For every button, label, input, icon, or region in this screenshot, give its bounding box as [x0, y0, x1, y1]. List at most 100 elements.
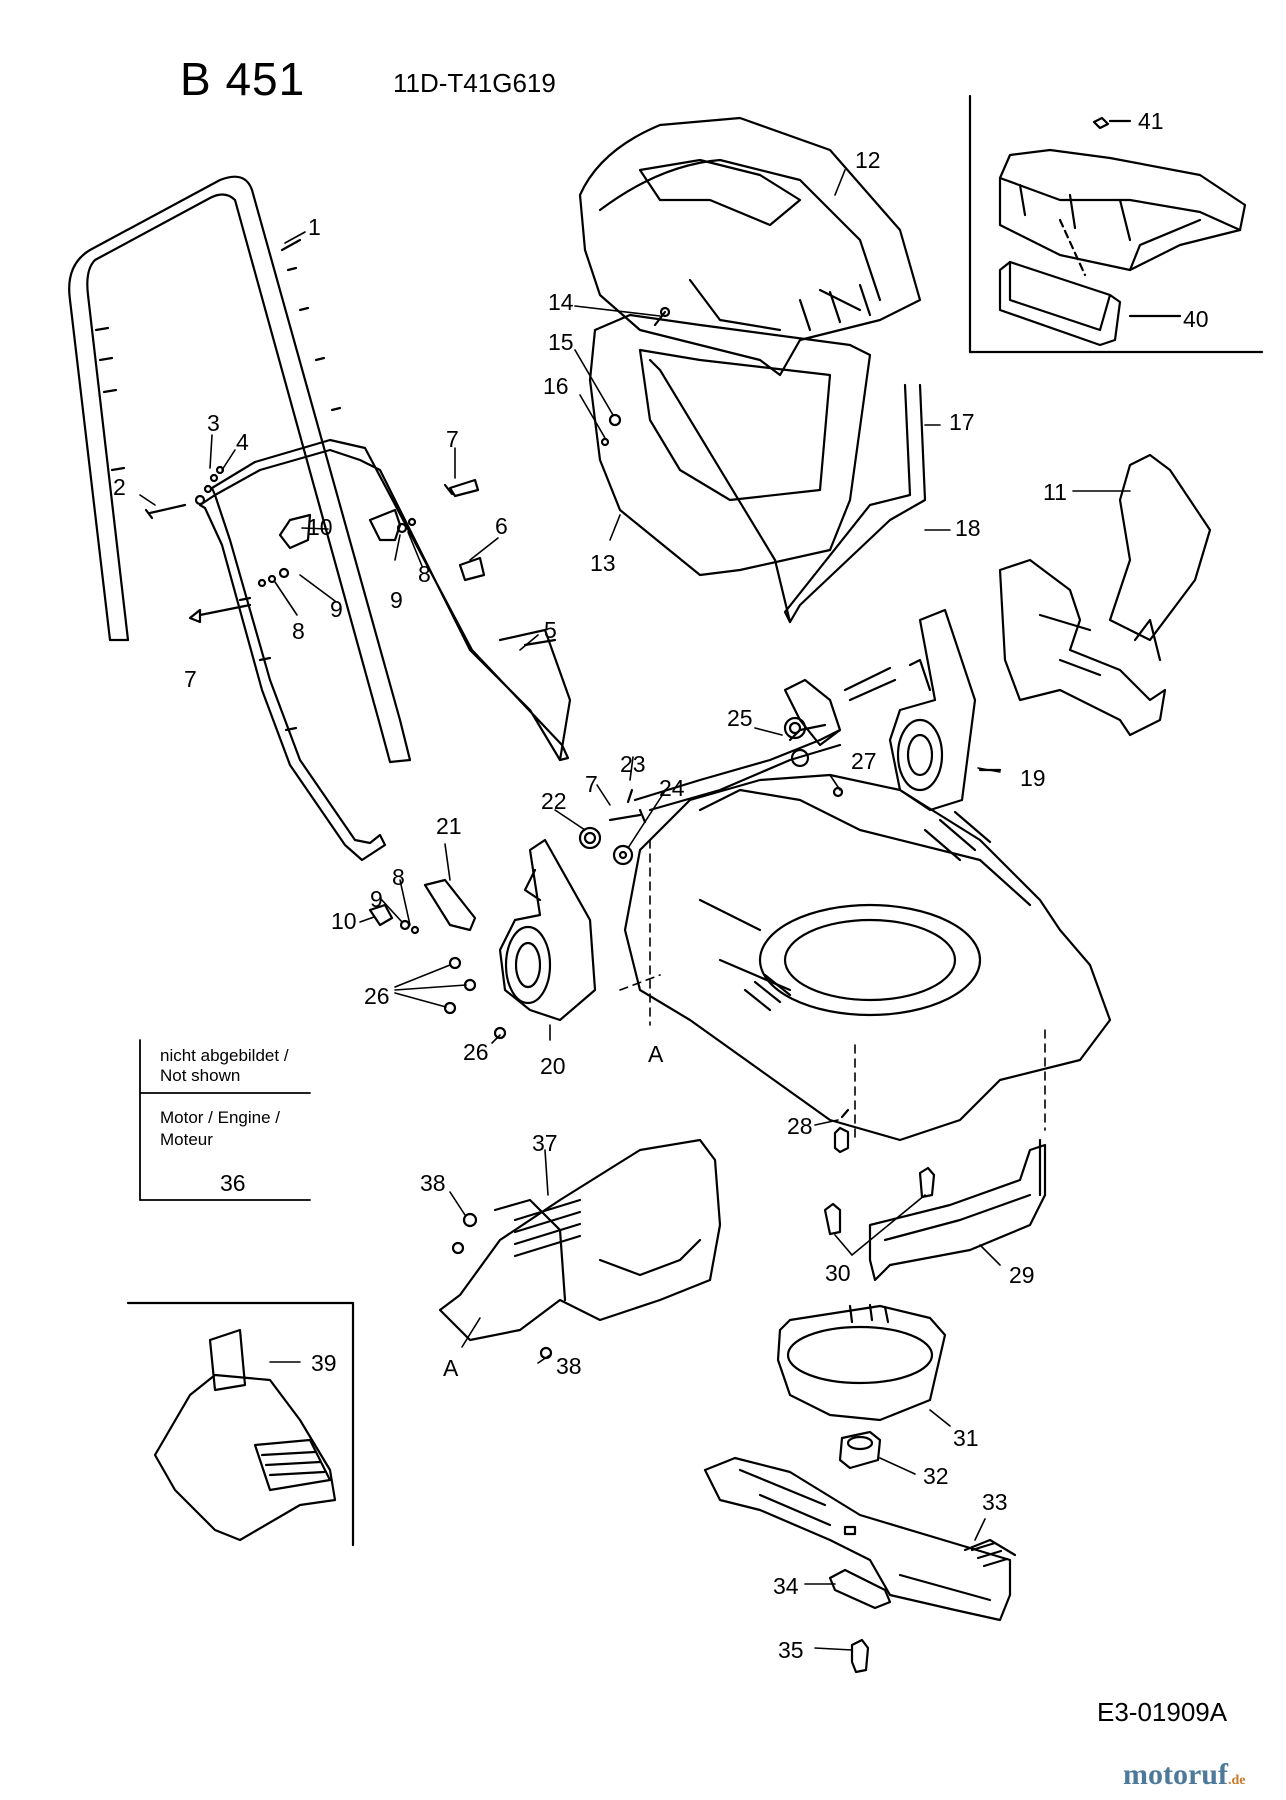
lower-handle-right-part	[210, 438, 572, 762]
callout-34: 34	[773, 1573, 799, 1599]
callout-24: 24	[659, 775, 685, 801]
callout-7-left: 7	[184, 666, 197, 692]
callout-7-deck: 7	[585, 771, 598, 797]
callout-16: 16	[543, 373, 569, 399]
note-line-3: Motor / Engine /	[160, 1108, 281, 1127]
rear-flap-part	[438, 1138, 722, 1360]
skirt-leader-lines	[814, 1119, 1001, 1266]
screw-41-part	[1092, 116, 1132, 130]
callout-8-lower: 8	[392, 864, 405, 890]
grass-bag-top-part	[578, 116, 922, 377]
callout-27: 27	[851, 748, 877, 774]
handle-knob-right-part	[368, 478, 486, 582]
callout-13: 13	[590, 550, 616, 576]
callout-21: 21	[436, 813, 462, 839]
callout-18: 18	[955, 515, 981, 541]
callout-19: 19	[1020, 765, 1046, 791]
callout-A-flap: A	[443, 1355, 459, 1381]
callout-4: 4	[236, 429, 249, 455]
blade-adapter-part	[838, 1430, 882, 1470]
note-line-1: nicht abgebildet /	[160, 1046, 289, 1065]
rear-bracket-right-arm	[783, 666, 897, 747]
deck-leader-lines	[359, 727, 1001, 1044]
rear-bracket-left-part	[498, 838, 597, 1022]
handle-leader-lines	[139, 231, 539, 651]
callout-6: 6	[495, 513, 508, 539]
mulch-insert-part	[998, 218, 1122, 347]
callout-26-lower: 26	[463, 1039, 489, 1065]
note-line-2: Not shown	[160, 1066, 241, 1085]
callout-26-upper: 26	[364, 983, 390, 1009]
callout-A-deck: A	[648, 1041, 664, 1067]
callout-38-upper: 38	[420, 1170, 446, 1196]
note-box-lines	[139, 1039, 311, 1201]
side-chute-part	[998, 453, 1212, 737]
callout-35: 35	[778, 1637, 804, 1663]
inset-39-frame	[126, 1301, 355, 1547]
callout-25: 25	[727, 705, 753, 731]
inset-frame	[968, 94, 1264, 354]
height-adjust-lever-part	[368, 878, 477, 935]
brand-name: motoruf	[1123, 1758, 1228, 1791]
diagram-title: B 451	[180, 53, 306, 105]
callout-22: 22	[541, 788, 567, 814]
mower-deck-part	[623, 773, 1112, 1142]
mulch-plug-part	[998, 148, 1247, 272]
callout-39: 39	[311, 1350, 337, 1376]
callout-28: 28	[787, 1113, 813, 1139]
callout-10-lower: 10	[331, 908, 357, 934]
callout-8-left: 8	[292, 618, 305, 644]
blade-housing-part	[776, 1303, 947, 1422]
callout-11: 11	[1043, 479, 1067, 505]
rear-flap-leader-lines	[449, 1149, 551, 1364]
callout-30: 30	[825, 1260, 851, 1286]
callout-3: 3	[207, 410, 220, 436]
callout-37: 37	[532, 1130, 558, 1156]
rear-deflector-part	[153, 1328, 337, 1542]
handle-knob-left-part	[188, 513, 312, 624]
callout-23: 23	[620, 751, 646, 777]
wheel-bushing-parts	[578, 716, 807, 866]
callout-20: 20	[540, 1053, 566, 1079]
mower-blade-part	[703, 1456, 1017, 1622]
grass-bag-frame-part	[648, 358, 927, 624]
callout-14: 14	[548, 289, 574, 315]
callout-9-lower: 9	[370, 886, 383, 912]
callout-9-left: 9	[330, 596, 343, 622]
drawing-code: E3-01909A	[1097, 1697, 1228, 1727]
callout-17: 17	[949, 409, 975, 435]
small-bolts-part	[144, 465, 225, 520]
callout-33: 33	[982, 1489, 1008, 1515]
callout-8-right: 8	[418, 561, 431, 587]
callout-1: 1	[308, 214, 321, 240]
callout-5: 5	[544, 617, 557, 643]
note-line-4: Moteur	[160, 1130, 213, 1149]
screws-30-parts	[823, 1108, 936, 1236]
callout-15: 15	[548, 329, 574, 355]
callout-10-upper: 10	[307, 514, 333, 540]
model-number: 11D-T41G619	[393, 68, 556, 98]
rear-bracket-right-part	[888, 608, 1002, 812]
callout-32: 32	[923, 1463, 949, 1489]
blade-bolt-part	[850, 1638, 870, 1674]
deck-skirt-part	[868, 1138, 1047, 1282]
callout-9-right: 9	[390, 587, 403, 613]
callout-41: 41	[1138, 108, 1164, 134]
blade-leader-lines	[804, 1409, 986, 1651]
grass-bag-screws	[600, 306, 671, 447]
callout-12: 12	[855, 147, 881, 173]
note-part-number: 36	[220, 1170, 246, 1196]
grass-bag-body-part	[588, 313, 872, 577]
callout-2: 2	[113, 474, 126, 500]
blade-plate-part	[828, 1568, 892, 1610]
brand-tld: .de	[1227, 1773, 1246, 1788]
lower-handle-left-part	[198, 493, 387, 862]
upper-handle-part	[68, 175, 412, 764]
callout-38-lower: 38	[556, 1353, 582, 1379]
nuts-26-parts	[443, 786, 844, 1040]
callout-29: 29	[1009, 1262, 1035, 1288]
brand-logo: motoruf.de	[1123, 1758, 1245, 1792]
bag-leader-lines	[574, 169, 951, 541]
deck-dashed-guides	[619, 839, 1046, 1141]
